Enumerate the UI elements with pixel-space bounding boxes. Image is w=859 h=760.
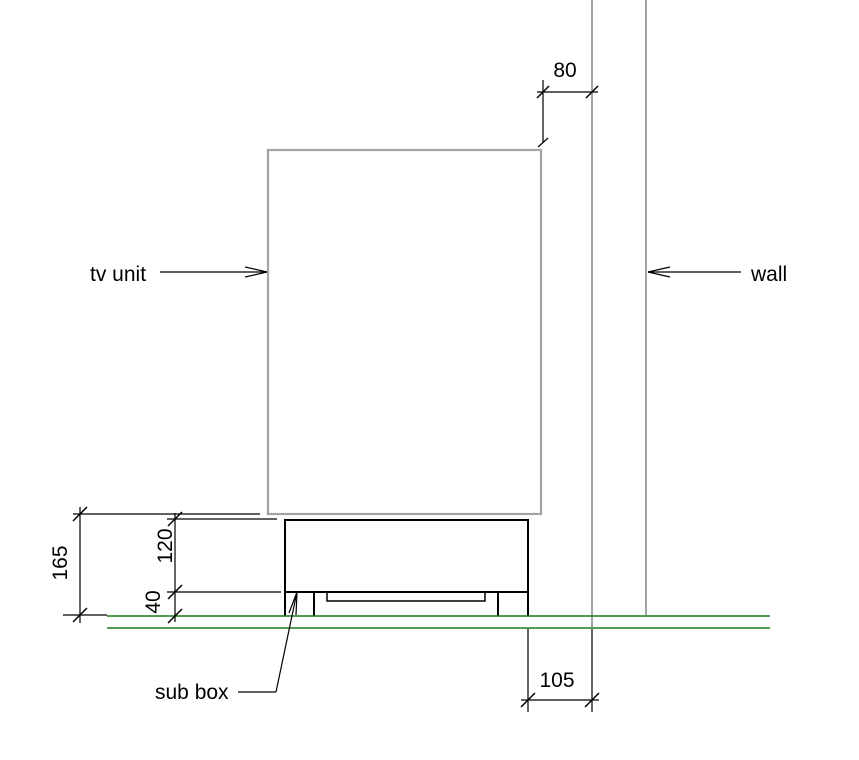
oblique-tick xyxy=(72,506,88,522)
label-tv-unit: tv unit xyxy=(90,263,268,286)
dimension-120-text: 120 xyxy=(154,528,177,563)
arrowhead-line xyxy=(288,591,298,614)
dimension-105-text: 105 xyxy=(539,669,574,692)
dimension-165-text: 165 xyxy=(49,545,72,580)
arrowhead-line xyxy=(647,266,671,273)
oblique-tick xyxy=(585,85,599,99)
cabinet-section xyxy=(284,519,529,616)
wall-section xyxy=(591,0,647,627)
plinth-recess-outline xyxy=(326,592,486,602)
dimension-80: 80 xyxy=(536,59,599,148)
dimension-105: 105 xyxy=(520,629,600,712)
tv-unit-label-text: tv unit xyxy=(90,263,146,286)
leader-line-diagonal xyxy=(275,591,298,693)
corner-tick xyxy=(537,137,549,148)
label-wall: wall xyxy=(647,263,787,286)
oblique-tick xyxy=(536,85,550,99)
oblique-tick xyxy=(72,607,88,623)
arrowhead-line xyxy=(647,271,671,278)
dimension-120: 120 xyxy=(154,511,277,622)
cabinet-body-outline xyxy=(284,519,529,593)
tv-unit-outline xyxy=(266,148,543,516)
floor-lines xyxy=(107,615,770,629)
dimension-40: 40 xyxy=(142,590,281,624)
dimension-165: 165 xyxy=(49,506,260,623)
label-sub-box: sub box xyxy=(155,591,298,704)
wall-label-text: wall xyxy=(750,263,787,286)
sub-box-label-text: sub box xyxy=(155,681,229,704)
arrowhead-line xyxy=(244,271,268,278)
oblique-tick xyxy=(520,692,536,708)
arrowhead-line xyxy=(295,591,298,616)
oblique-tick xyxy=(167,511,183,527)
dimension-80-text: 80 xyxy=(553,59,576,82)
dimension-40-text: 40 xyxy=(142,590,165,613)
oblique-tick xyxy=(584,692,600,708)
arrowhead-line xyxy=(244,266,268,273)
oblique-tick xyxy=(167,608,183,624)
